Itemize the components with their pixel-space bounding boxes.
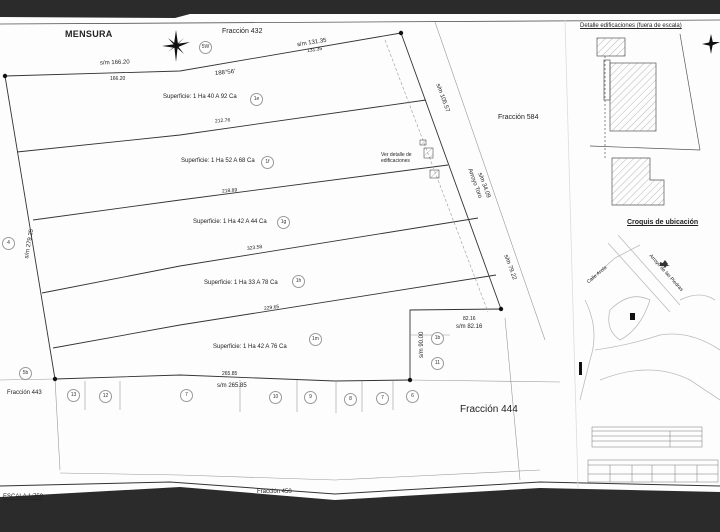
north-arrow-icon [162,30,190,62]
south-boundary [54,374,411,382]
parcel-boundaries [4,32,502,382]
neighbor-lot-id: 6 [406,390,419,403]
lot-area: Superficie: 1 Ha 42 A 44 Ca [193,219,267,225]
surface-table [591,426,703,448]
neighbor-north: Fracción 432 [222,28,263,35]
paper-edge [0,481,720,495]
plan-title: MENSURA [65,29,113,39]
lot-line-1 [16,99,427,153]
boundary-south-inner: s/m 90.00 [419,331,425,358]
location-title: Croquis de ubicación [627,219,699,226]
building-detail [589,33,701,206]
lot-id: 1f [261,156,274,169]
boundary-south-east-small: 82.16 [463,316,476,322]
lot-area: Superficie: 1 Ha 33 A 78 Ca [204,280,278,286]
boundary-north-west: s/m 166.20 [99,59,130,67]
neighbor-lot-id: 5W [199,41,212,54]
lot-line-3 [41,217,479,294]
neighbor-west: Fracción 443 [7,390,42,396]
east-boundary [400,32,502,310]
lot-id: 1h [292,275,305,288]
lot-area: Superficie: 1 Ha 42 A 76 Ca [213,344,287,350]
boundary-south-east: s/m 82.16 [456,324,483,330]
north-arrow-icon [660,260,670,268]
boundary-north-west-small: 166.20 [110,76,126,82]
lot-line-4 [52,274,497,349]
neighbor-southeast: Fracción 444 [460,404,518,415]
north-boundary [4,32,402,77]
neighbor-south: Fracción 450 [257,489,292,495]
scale-label: ESCALA 1:750 [3,494,44,500]
neighbor-lot-id: 10 [269,391,282,404]
lot-id: 1e [250,93,263,106]
north-arrow-icon [702,34,720,54]
location-marker [630,313,635,320]
buildings-small [419,139,440,179]
boundary-south-small: 265.85 [222,371,238,377]
lot-area: Superficie: 1 Ha 52 A 68 Ca [181,158,255,164]
boundary-marker-icon [2,30,504,383]
neighbor-lot-id: 7 [180,389,193,402]
neighbor-lot-id: 8 [344,393,357,406]
occupation-table [587,459,719,483]
location-map [579,234,720,401]
lot-line-2 [32,164,449,221]
lot-area: Superficie: 1 Ha 40 A 92 Ca [163,94,237,100]
detail-title: Detalle edificaciones (fuera de escala) [580,23,682,29]
scale-bar [579,362,582,375]
neighbor-lot-id: 12 [99,390,112,403]
neighbor-lot-id: 5b [19,367,32,380]
neighbor-lot-id: 4 [2,237,15,250]
paper-sheet [0,14,720,500]
neighbor-lot-id: 1b [431,332,444,345]
buildings-note: Ver detalle de edificaciones [381,152,412,164]
lot-id: 1g [277,216,290,229]
neighbor-lot-id: 11 [431,357,444,370]
southeast-boundary [409,308,502,380]
neighbor-lot-id: 13 [67,389,80,402]
boundary-south: s/m 265.85 [217,383,247,389]
west-boundary [4,75,56,380]
neighbor-lot-id: 7 [376,392,389,405]
neighbor-lot-id: 9 [304,391,317,404]
neighbor-east: Fracción 584 [498,114,539,121]
lot-id: 1m [309,333,322,346]
